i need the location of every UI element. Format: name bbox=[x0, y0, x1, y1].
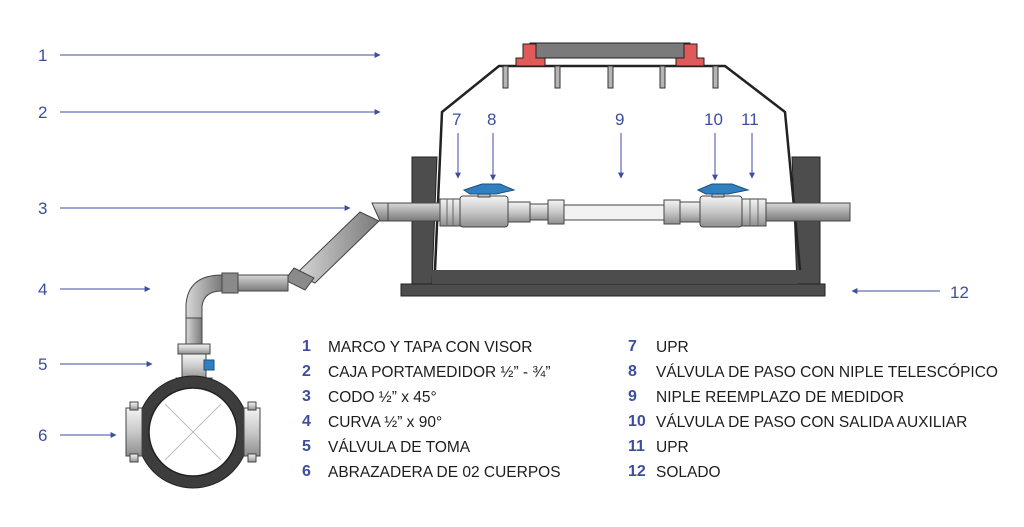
upr-left bbox=[439, 198, 461, 227]
callout-5: 5 bbox=[38, 355, 47, 374]
valve-right bbox=[679, 183, 750, 228]
legend-text-1: MARCO Y TAPA CON VISOR bbox=[328, 339, 533, 356]
nut-left bbox=[547, 199, 565, 225]
legend-text-7: UPR bbox=[656, 339, 689, 356]
meter-replacement-nipple bbox=[563, 204, 665, 221]
callout-8: 8 bbox=[487, 110, 496, 129]
callout-7: 7 bbox=[452, 110, 461, 129]
legend-num-11: 11 bbox=[628, 438, 645, 455]
callout-1: 1 bbox=[38, 46, 47, 65]
legend-num-3: 3 bbox=[302, 388, 311, 405]
valve-handle-left bbox=[462, 183, 516, 195]
tap-valve-handle bbox=[203, 359, 215, 371]
pipeline bbox=[185, 183, 851, 347]
legend-text-10: VÁLVULA DE PASO CON SALIDA AUXILIAR bbox=[656, 414, 968, 431]
meter-box bbox=[400, 42, 826, 297]
valve-handle-right bbox=[696, 183, 750, 195]
legend-text-6: ABRAZADERA DE 02 CUERPOS bbox=[328, 464, 561, 481]
callout-12: 12 bbox=[950, 283, 969, 302]
inner-floor bbox=[432, 270, 798, 284]
legend-num-6: 6 bbox=[302, 463, 311, 480]
cover-lid bbox=[529, 42, 691, 59]
box-outline bbox=[433, 64, 802, 271]
floor-slab bbox=[400, 283, 826, 297]
legend-num-9: 9 bbox=[628, 388, 637, 405]
legend-text-5: VÁLVULA DE TOMA bbox=[328, 439, 471, 456]
callout-9: 9 bbox=[615, 110, 624, 129]
frame-pegs bbox=[502, 65, 719, 89]
callout-numbers: 1 2 3 4 5 6 7 8 9 10 11 12 bbox=[38, 46, 969, 445]
upr-right bbox=[741, 198, 767, 227]
saddle-clamp bbox=[125, 375, 261, 489]
legend-num-4: 4 bbox=[302, 413, 311, 430]
legend-text-11: UPR bbox=[656, 439, 689, 456]
horizontal-pipe bbox=[235, 274, 289, 292]
callout-6: 6 bbox=[38, 426, 47, 445]
clamp-bolts bbox=[125, 401, 261, 463]
legend-num-8: 8 bbox=[628, 363, 637, 380]
legend-text-9: NIPLE REEMPLAZO DE MEDIDOR bbox=[656, 389, 905, 406]
diagonal-pipe bbox=[295, 211, 380, 284]
legend-text-4: CURVA ½” x 90° bbox=[328, 414, 443, 431]
callout-11: 11 bbox=[741, 110, 759, 129]
cover-frame-right bbox=[675, 43, 705, 67]
callout-4: 4 bbox=[38, 280, 47, 299]
legend-text-12: SOLADO bbox=[656, 464, 721, 481]
callout-10: 10 bbox=[704, 110, 723, 129]
legend-num-10: 10 bbox=[628, 413, 646, 430]
legend-num-1: 1 bbox=[302, 338, 311, 355]
outlet-pipe bbox=[764, 202, 851, 222]
legend-num-12: 12 bbox=[628, 463, 646, 480]
legend-text-2: CAJA PORTAMEDIDOR ½” - ¾” bbox=[328, 364, 551, 381]
legend-num-5: 5 bbox=[302, 438, 311, 455]
cover-frame-left bbox=[515, 43, 546, 67]
bend-90 bbox=[185, 274, 223, 319]
callout-arrows bbox=[60, 52, 940, 438]
telescopic-nipple bbox=[529, 203, 549, 221]
legend-num-7: 7 bbox=[628, 338, 637, 355]
nut-right bbox=[663, 199, 681, 225]
callout-3: 3 bbox=[38, 199, 47, 218]
pipe-coupling bbox=[221, 272, 239, 294]
callout-2: 2 bbox=[38, 103, 47, 122]
legend-num-2: 2 bbox=[302, 363, 311, 380]
elbow-45 bbox=[371, 202, 389, 222]
legend-text-8: VÁLVULA DE PASO CON NIPLE TELESCÓPICO bbox=[656, 364, 998, 381]
legend-text-3: CODO ½” x 45° bbox=[328, 389, 437, 406]
vertical-pipe bbox=[185, 317, 203, 347]
valve-left bbox=[459, 183, 531, 228]
